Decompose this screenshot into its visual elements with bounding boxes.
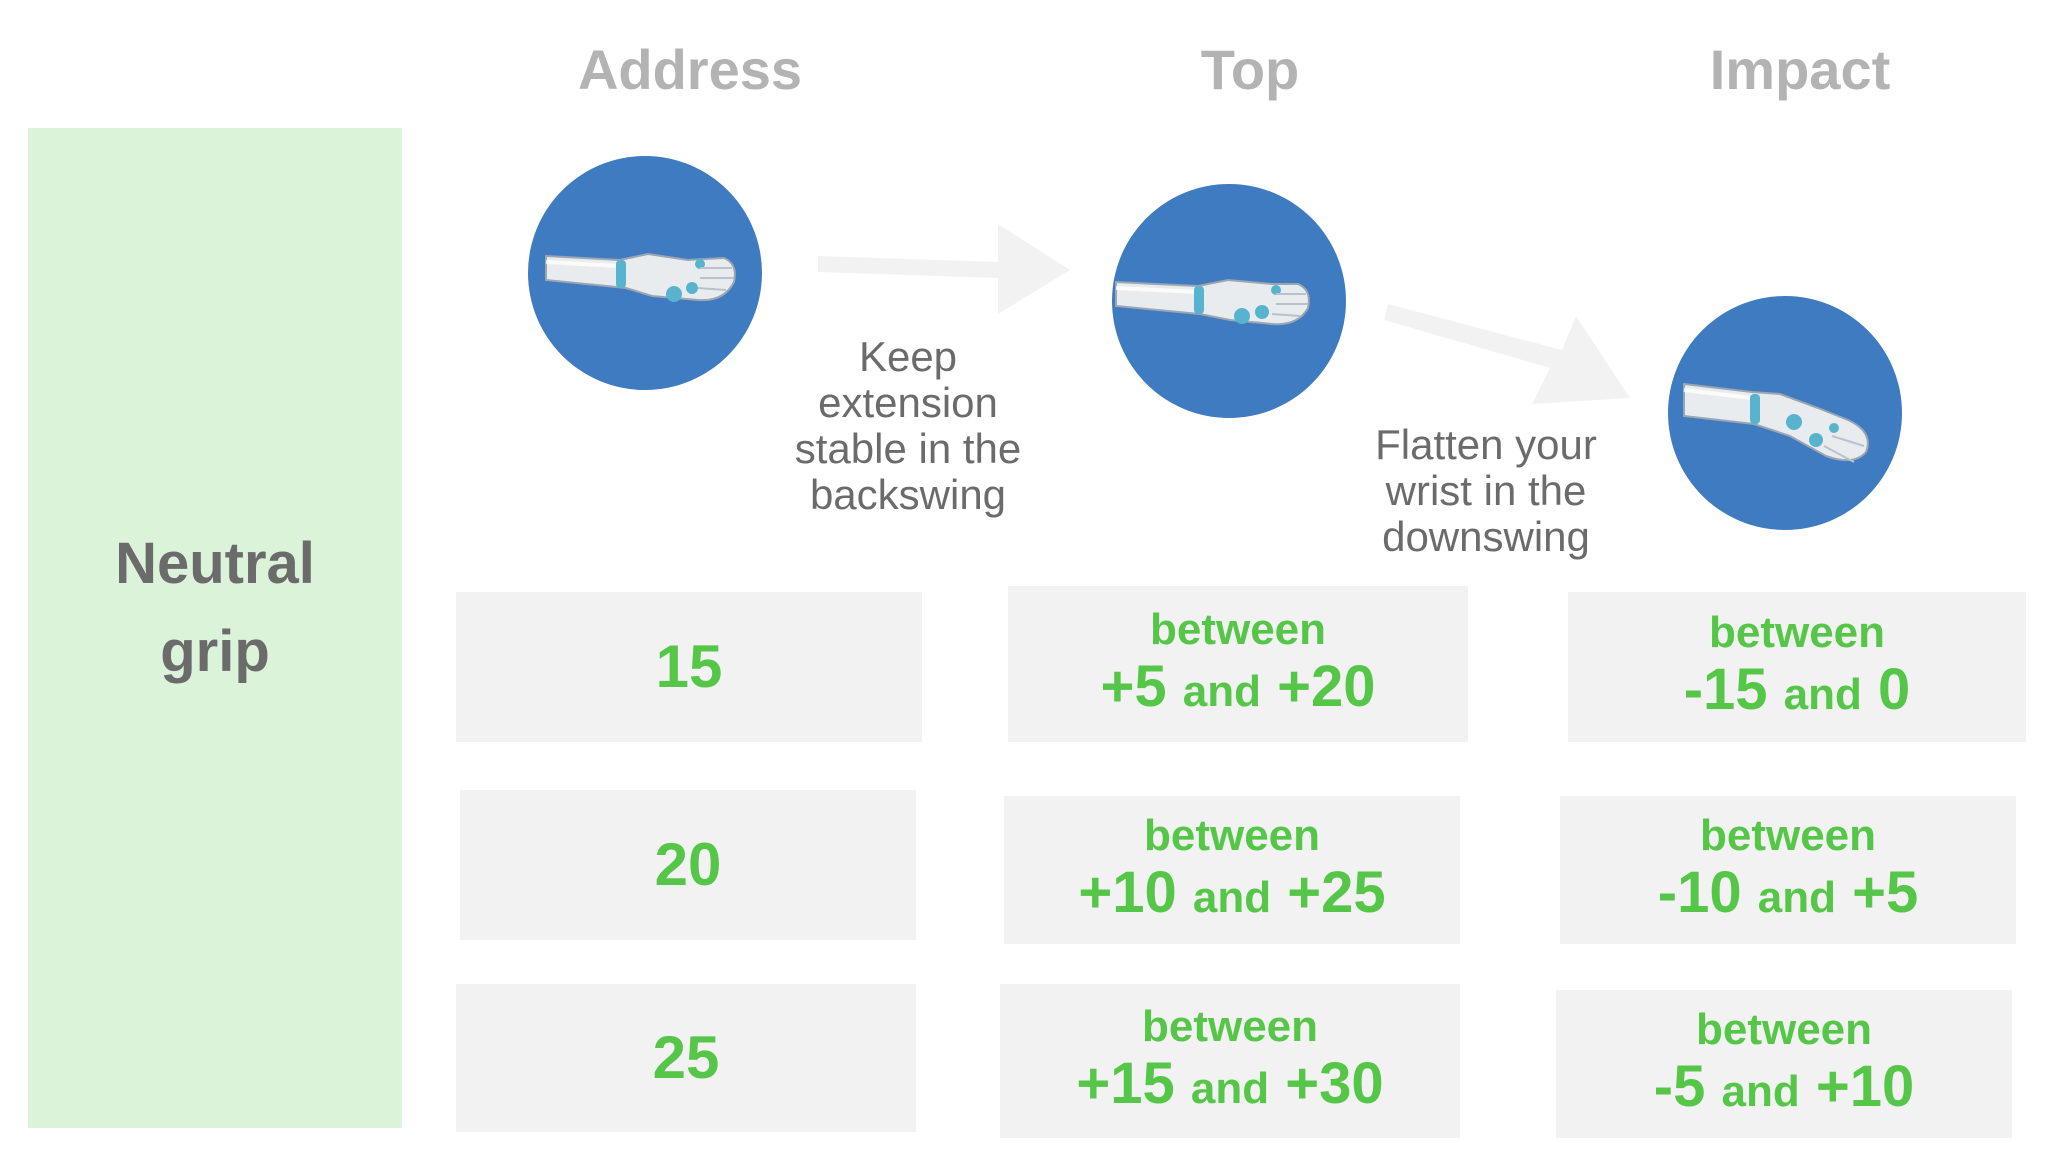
top-range-cell: between +15 and +30 [1000, 984, 1460, 1138]
range-and: and [1783, 669, 1862, 719]
address-value: 25 [652, 1024, 720, 1091]
hand-wrist-icon [1115, 278, 1310, 326]
between-label: between [1695, 1004, 1873, 1054]
range-high: +5 [1852, 859, 1919, 925]
caption-line: backswing [809, 471, 1007, 518]
between-label: between [1708, 607, 1886, 657]
grip-label-line2: grip [160, 619, 270, 684]
address-value: 20 [654, 831, 722, 898]
top-hand-circle [1112, 184, 1346, 418]
range-high: +20 [1277, 653, 1376, 719]
between-label: between [1143, 810, 1321, 860]
range-high: +25 [1287, 859, 1386, 925]
range-low: -15 [1683, 656, 1768, 722]
range-and: and [1757, 872, 1836, 922]
caption-line: Keep [858, 333, 958, 380]
range-high: +10 [1815, 1053, 1915, 1119]
range-and: and [1192, 872, 1272, 922]
caption-line: Flatten your [1375, 421, 1597, 468]
range-low: -5 [1653, 1053, 1706, 1119]
top-range-cell: between +5 and +20 [1008, 586, 1468, 742]
address-value-cell: 25 [456, 984, 916, 1132]
range-value: -5 and +10 [1653, 1053, 1915, 1124]
hand-wrist-icon [1683, 382, 1869, 463]
arrow-down-right-icon [1384, 304, 1630, 404]
range-and: and [1190, 1063, 1270, 1113]
range-low: +10 [1078, 859, 1177, 925]
grip-panel: Neutral grip [28, 128, 402, 1128]
hand-wrist-icon [545, 252, 736, 302]
caption-line: downswing [1382, 513, 1590, 560]
caption-line: extension [818, 379, 998, 426]
impact-range-cell: between -5 and +10 [1556, 990, 2012, 1138]
range-and: and [1182, 666, 1261, 716]
downswing-caption: Flatten your wrist in the downswing [1326, 422, 1646, 560]
address-value-cell: 15 [456, 592, 922, 742]
impact-hand-circle [1668, 296, 1902, 530]
header-top: Top [1200, 38, 1300, 101]
impact-range-cell: between -15 and 0 [1568, 592, 2026, 742]
address-hand-circle [528, 156, 762, 390]
between-label: between [1149, 604, 1327, 654]
range-value: -10 and +5 [1657, 859, 1919, 930]
between-label: between [1141, 1001, 1319, 1051]
address-value-cell: 20 [460, 790, 916, 940]
range-low: +5 [1100, 653, 1167, 719]
range-high: 0 [1878, 656, 1911, 722]
range-value: +5 and +20 [1100, 653, 1376, 724]
header-impact: Impact [1709, 38, 1891, 101]
range-value: +15 and +30 [1076, 1050, 1384, 1121]
range-value: +10 and +25 [1078, 859, 1386, 930]
caption-line: stable in the [794, 425, 1022, 472]
top-range-cell: between +10 and +25 [1004, 796, 1460, 944]
between-label: between [1699, 810, 1877, 860]
impact-range-cell: between -10 and +5 [1560, 796, 2016, 944]
grip-label: Neutral grip [28, 520, 402, 696]
range-value: -15 and 0 [1683, 656, 1911, 727]
arrow-right-icon [818, 224, 1070, 314]
header-address: Address [577, 38, 803, 101]
range-low: -10 [1657, 859, 1742, 925]
address-value: 15 [655, 633, 723, 700]
range-and: and [1721, 1066, 1800, 1116]
range-low: +15 [1076, 1050, 1175, 1116]
grip-label-line1: Neutral [115, 531, 315, 596]
range-high: +30 [1285, 1050, 1384, 1116]
caption-line: wrist in the [1385, 467, 1587, 514]
backswing-caption: Keep extension stable in the backswing [748, 334, 1068, 518]
